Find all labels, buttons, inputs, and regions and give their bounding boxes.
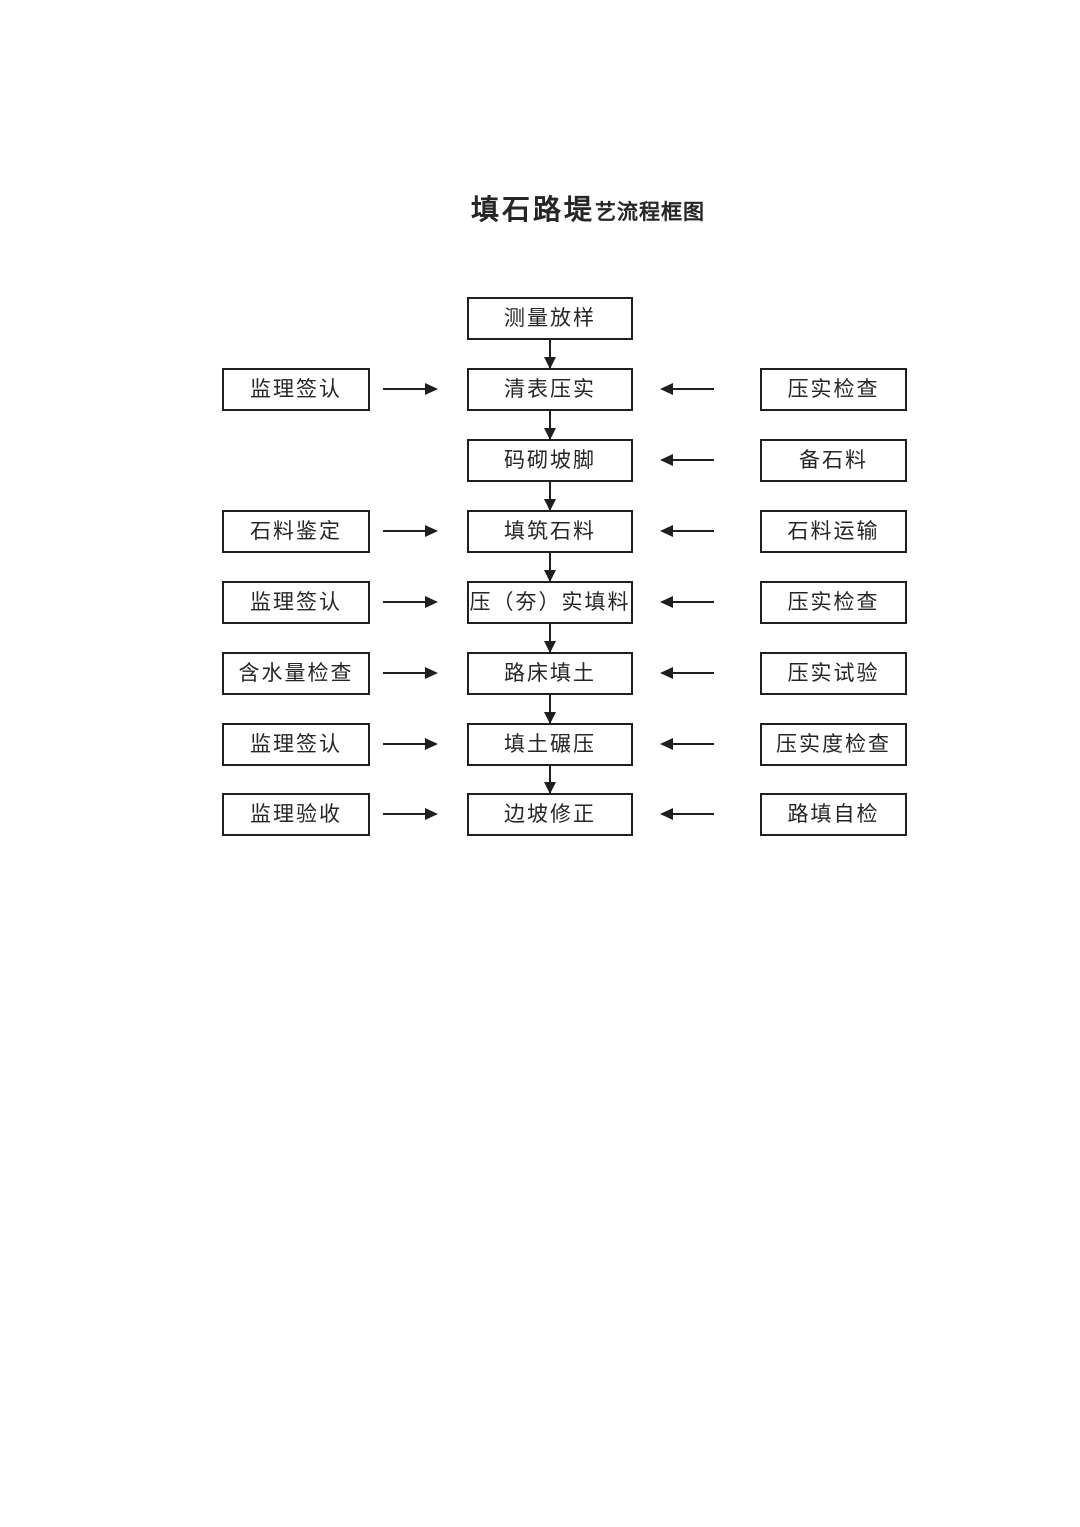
arrow-down-icon	[544, 553, 556, 582]
flow-node-center-7: 填土碾压	[467, 723, 633, 766]
arrow-left-icon	[660, 596, 714, 608]
arrow-right-icon	[383, 667, 438, 679]
flow-node-right-6: 压实度检查	[760, 723, 907, 766]
arrow-right-icon	[383, 738, 438, 750]
flow-node-right-2: 备石料	[760, 439, 907, 482]
arrow-right-icon	[383, 525, 438, 537]
arrow-right-icon	[383, 808, 438, 820]
flow-node-right-1: 压实检查	[760, 368, 907, 411]
arrow-down-icon	[544, 766, 556, 794]
flow-node-center-5: 压（夯）实填料	[467, 581, 633, 624]
arrow-left-icon	[660, 808, 714, 820]
flow-node-center-4: 填筑石料	[467, 510, 633, 553]
arrow-left-icon	[660, 525, 714, 537]
page-title: 填石路堤艺流程框图	[0, 188, 1080, 228]
arrow-down-icon	[544, 482, 556, 511]
arrow-right-icon	[383, 383, 438, 395]
flow-node-center-2: 清表压实	[467, 368, 633, 411]
flow-node-center-1: 测量放样	[467, 297, 633, 340]
flow-node-center-8: 边坡修正	[467, 793, 633, 836]
flow-node-left-6: 监理验收	[222, 793, 370, 836]
flow-node-left-2: 石料鉴定	[222, 510, 370, 553]
flow-node-left-1: 监理签认	[222, 368, 370, 411]
arrow-down-icon	[544, 624, 556, 653]
arrow-left-icon	[660, 383, 714, 395]
flow-node-right-5: 压实试验	[760, 652, 907, 695]
page-title-main: 填石路堤	[470, 195, 595, 226]
flow-node-center-3: 码砌坡脚	[467, 439, 633, 482]
arrow-left-icon	[660, 667, 714, 679]
flow-node-left-5: 监理签认	[222, 723, 370, 766]
page-title-suffix: 艺流程框图	[595, 200, 705, 224]
arrow-down-icon	[544, 340, 556, 369]
flow-node-right-3: 石料运输	[760, 510, 907, 553]
flow-node-left-3: 监理签认	[222, 581, 370, 624]
flow-node-right-4: 压实检查	[760, 581, 907, 624]
flow-node-right-7: 路填自检	[760, 793, 907, 836]
flow-node-center-6: 路床填土	[467, 652, 633, 695]
arrow-right-icon	[383, 596, 438, 608]
arrow-left-icon	[660, 738, 714, 750]
arrow-down-icon	[544, 411, 556, 440]
arrow-left-icon	[660, 454, 714, 466]
arrow-down-icon	[544, 695, 556, 724]
flow-node-left-4: 含水量检查	[222, 652, 370, 695]
